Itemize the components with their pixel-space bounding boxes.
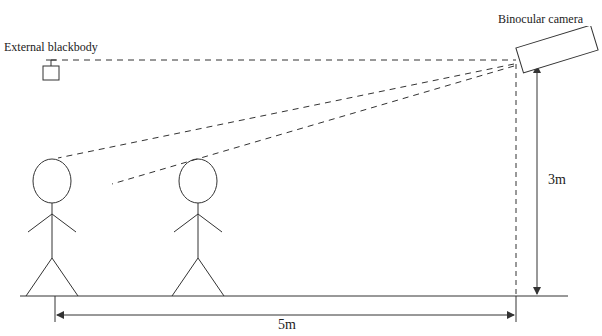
ground-line: [20, 296, 568, 297]
dimension-label: 5m: [276, 317, 298, 333]
dimension-label: 3m: [546, 172, 568, 188]
person-figure: [26, 159, 78, 296]
dashed-connector: [51, 60, 516, 61]
camera-symbol: [500, 26, 600, 76]
dimension-tick: [55, 296, 56, 322]
distance-dimension: [57, 315, 514, 316]
blackbody-symbol: [36, 54, 66, 82]
person-figure: [172, 159, 224, 296]
node-label: Binocular camera: [498, 12, 600, 26]
view-line: [112, 66, 514, 184]
height-dimension: [537, 66, 538, 294]
height-guide: [516, 64, 517, 296]
camera-node: Binocular camera: [498, 12, 600, 76]
view-line: [58, 64, 514, 158]
blackbody-node: External blackbody: [4, 40, 98, 82]
dimension-tick: [516, 296, 517, 322]
node-label: External blackbody: [4, 40, 98, 54]
